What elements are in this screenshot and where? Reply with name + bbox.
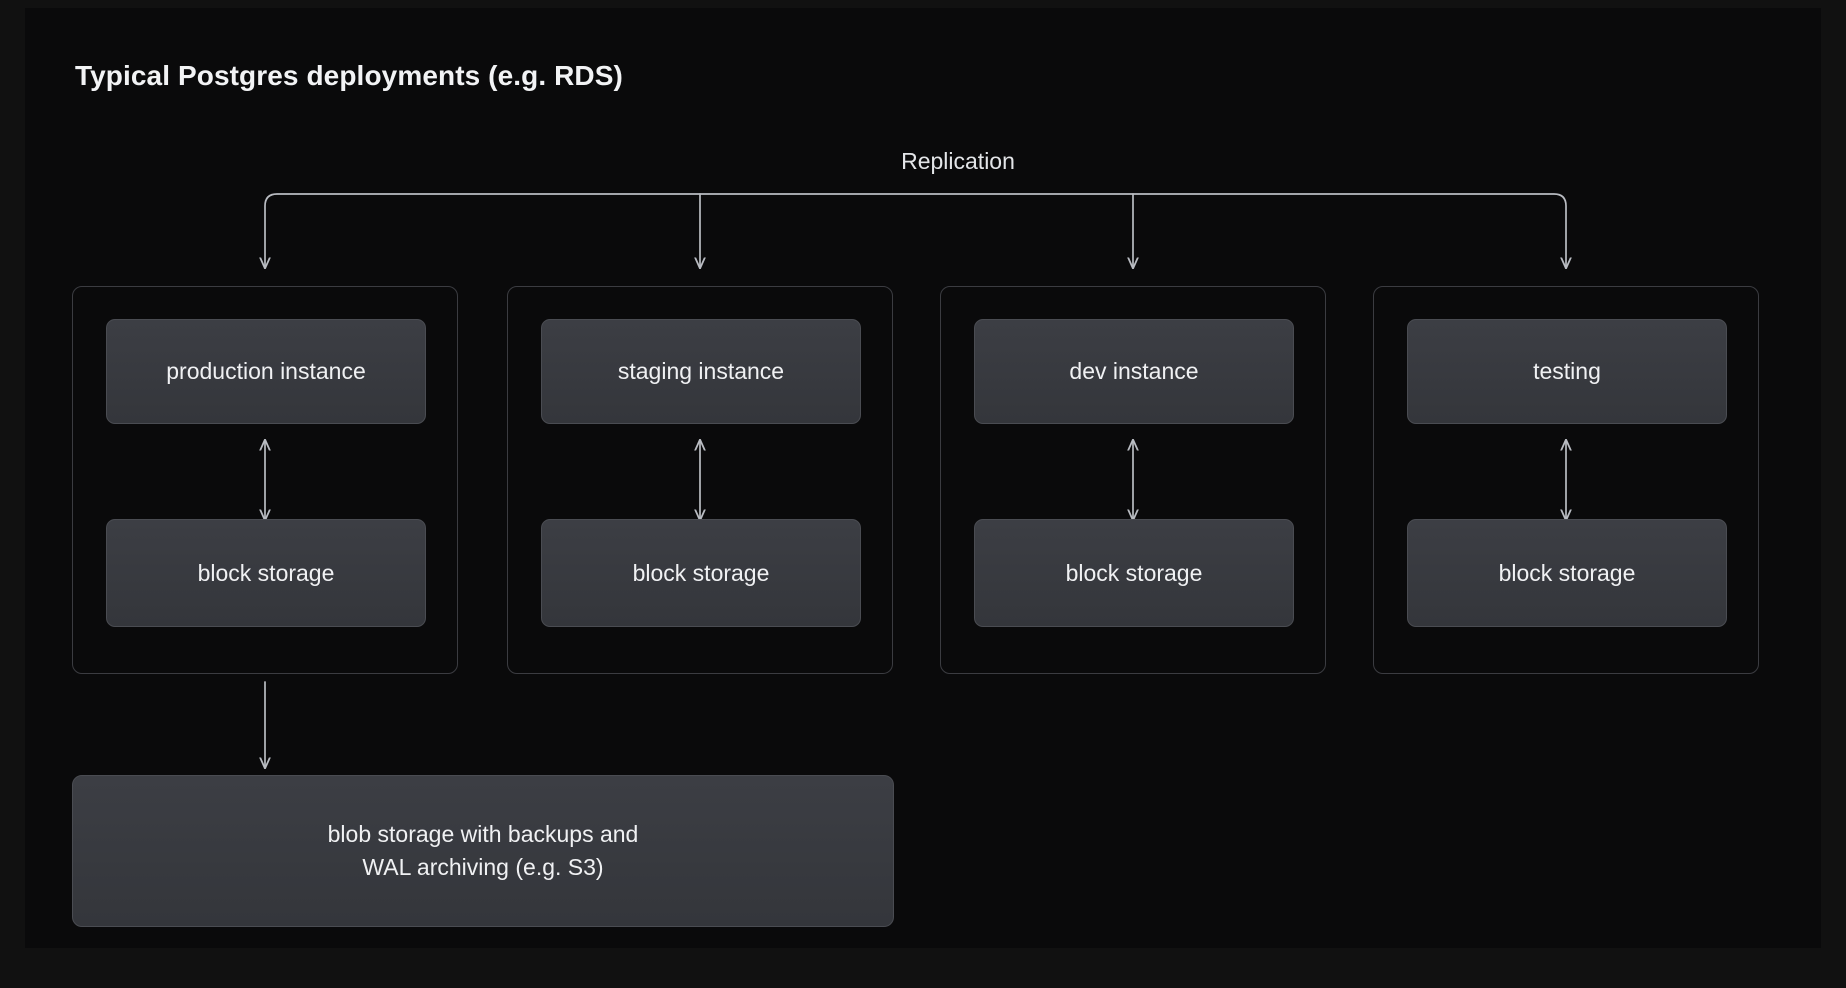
group-testing: testing block storage [1373,286,1759,674]
group-staging: staging instance block storage [507,286,893,674]
node-testing-instance[interactable]: testing [1407,319,1727,424]
blob-storage-line-2: WAL archiving (e.g. S3) [362,854,604,880]
node-staging-instance[interactable]: staging instance [541,319,861,424]
replication-label: Replication [901,148,1015,174]
node-dev-block-storage[interactable]: block storage [974,519,1294,627]
page-title: Typical Postgres deployments (e.g. RDS) [75,60,623,91]
group-production: production instance block storage [72,286,458,674]
node-staging-block-storage[interactable]: block storage [541,519,861,627]
node-production-instance[interactable]: production instance [106,319,426,424]
node-testing-block-storage[interactable]: block storage [1407,519,1727,627]
node-blob-storage[interactable]: blob storage with backups and WAL archiv… [72,775,894,927]
node-dev-instance[interactable]: dev instance [974,319,1294,424]
blob-storage-line-1: blob storage with backups and [327,821,639,848]
node-production-block-storage[interactable]: block storage [106,519,426,627]
group-dev: dev instance block storage [940,286,1326,674]
